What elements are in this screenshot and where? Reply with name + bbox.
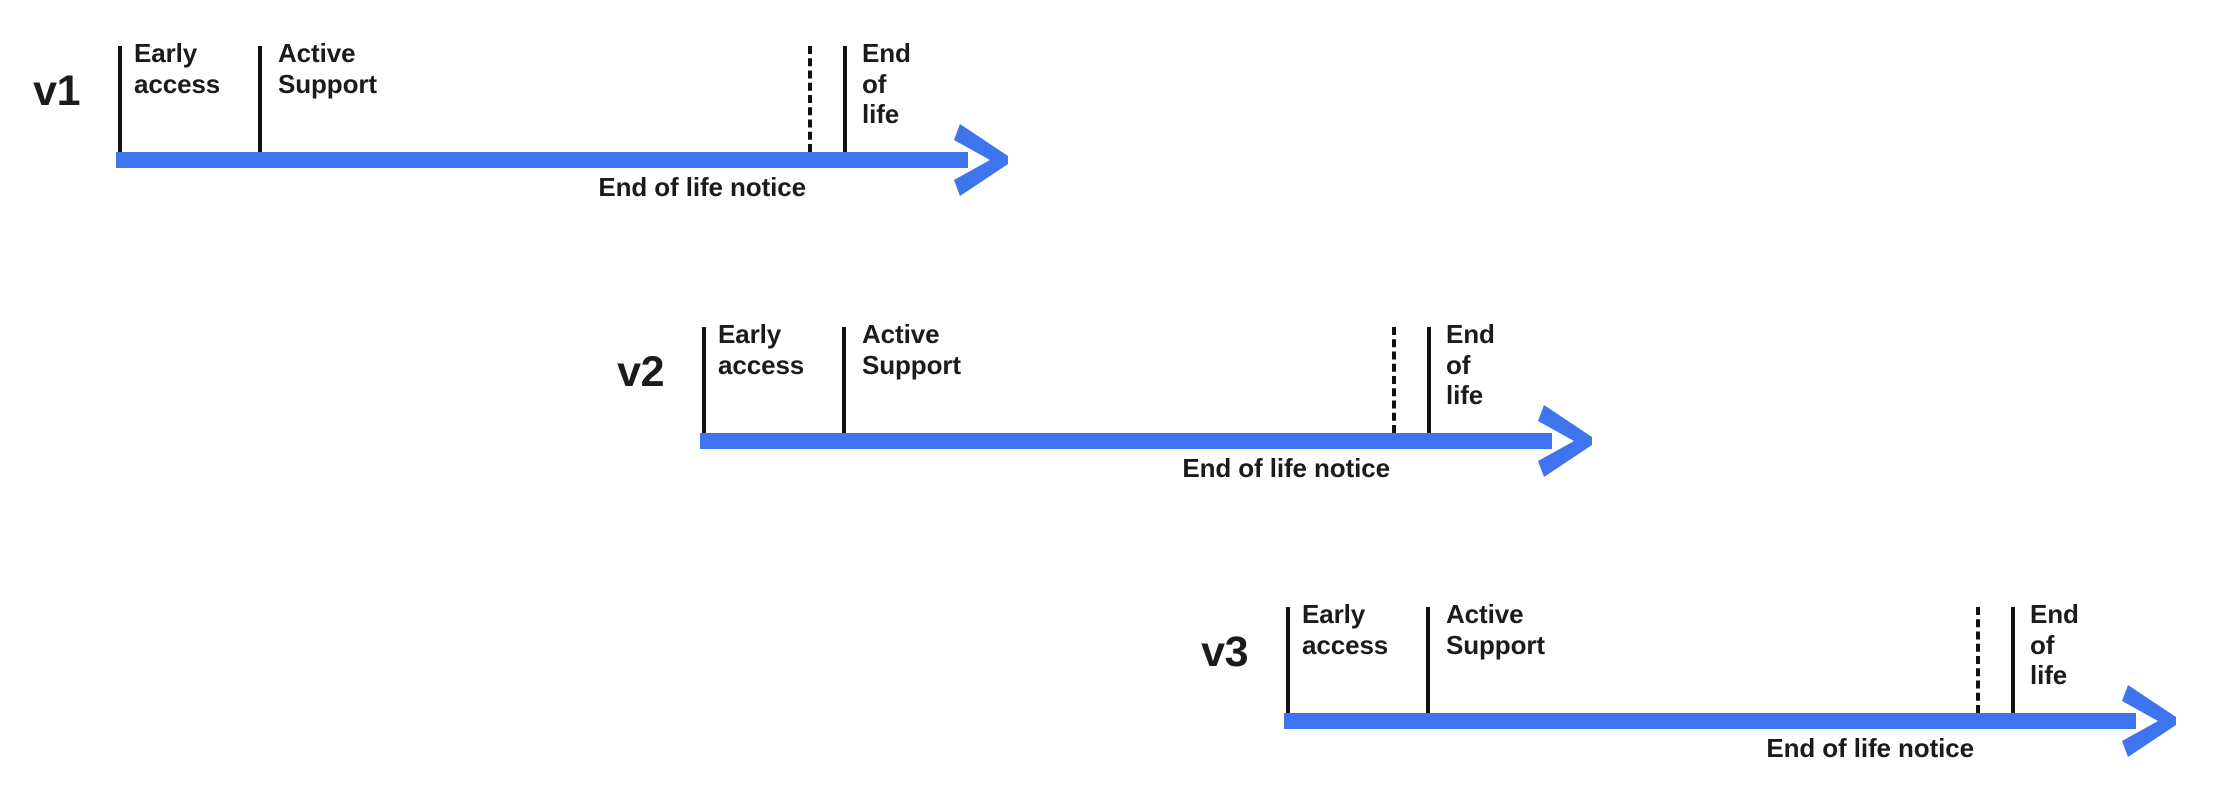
timeline-arrowhead-icon xyxy=(1530,401,1610,481)
version-label-v1: v1 xyxy=(33,67,80,115)
end-of-life-notice-label: End of life notice xyxy=(1182,453,1390,483)
version-label-v2: v2 xyxy=(617,348,664,396)
phase-label-end-of-life: End of life xyxy=(862,38,911,130)
end-of-life-notice-label: End of life notice xyxy=(598,172,806,202)
phase-label-end-of-life: End of life xyxy=(1446,319,1495,411)
divider-early-access-start xyxy=(702,327,706,433)
divider-end-of-life-notice-dashed xyxy=(1976,607,1980,713)
end-of-life-notice-label: End of life notice xyxy=(1766,733,1974,763)
divider-end-of-life-notice-dashed xyxy=(1392,327,1396,433)
timeline-bar xyxy=(116,152,968,168)
phase-label-end-of-life: End of life xyxy=(2030,599,2079,691)
phase-label-early-access: Early access xyxy=(134,38,221,99)
divider-end-of-life-start xyxy=(1427,327,1431,433)
divider-active-support-start xyxy=(842,327,846,433)
phase-label-early-access: Early access xyxy=(718,319,805,380)
divider-active-support-start xyxy=(1426,607,1430,713)
divider-active-support-start xyxy=(258,46,262,152)
version-label-v3: v3 xyxy=(1201,628,1248,676)
divider-end-of-life-start xyxy=(2011,607,2015,713)
phase-label-early-access: Early access xyxy=(1302,599,1389,660)
divider-early-access-start xyxy=(1286,607,1290,713)
phase-label-active-support: Active Support xyxy=(1446,599,1545,660)
divider-early-access-start xyxy=(118,46,122,152)
timeline-bar xyxy=(1284,713,2136,729)
timeline-arrowhead-icon xyxy=(946,120,1026,200)
timeline-arrowhead-icon xyxy=(2114,681,2194,761)
timeline-bar xyxy=(700,433,1552,449)
phase-label-active-support: Active Support xyxy=(278,38,377,99)
divider-end-of-life-notice-dashed xyxy=(808,46,812,152)
phase-label-active-support: Active Support xyxy=(862,319,961,380)
divider-end-of-life-start xyxy=(843,46,847,152)
